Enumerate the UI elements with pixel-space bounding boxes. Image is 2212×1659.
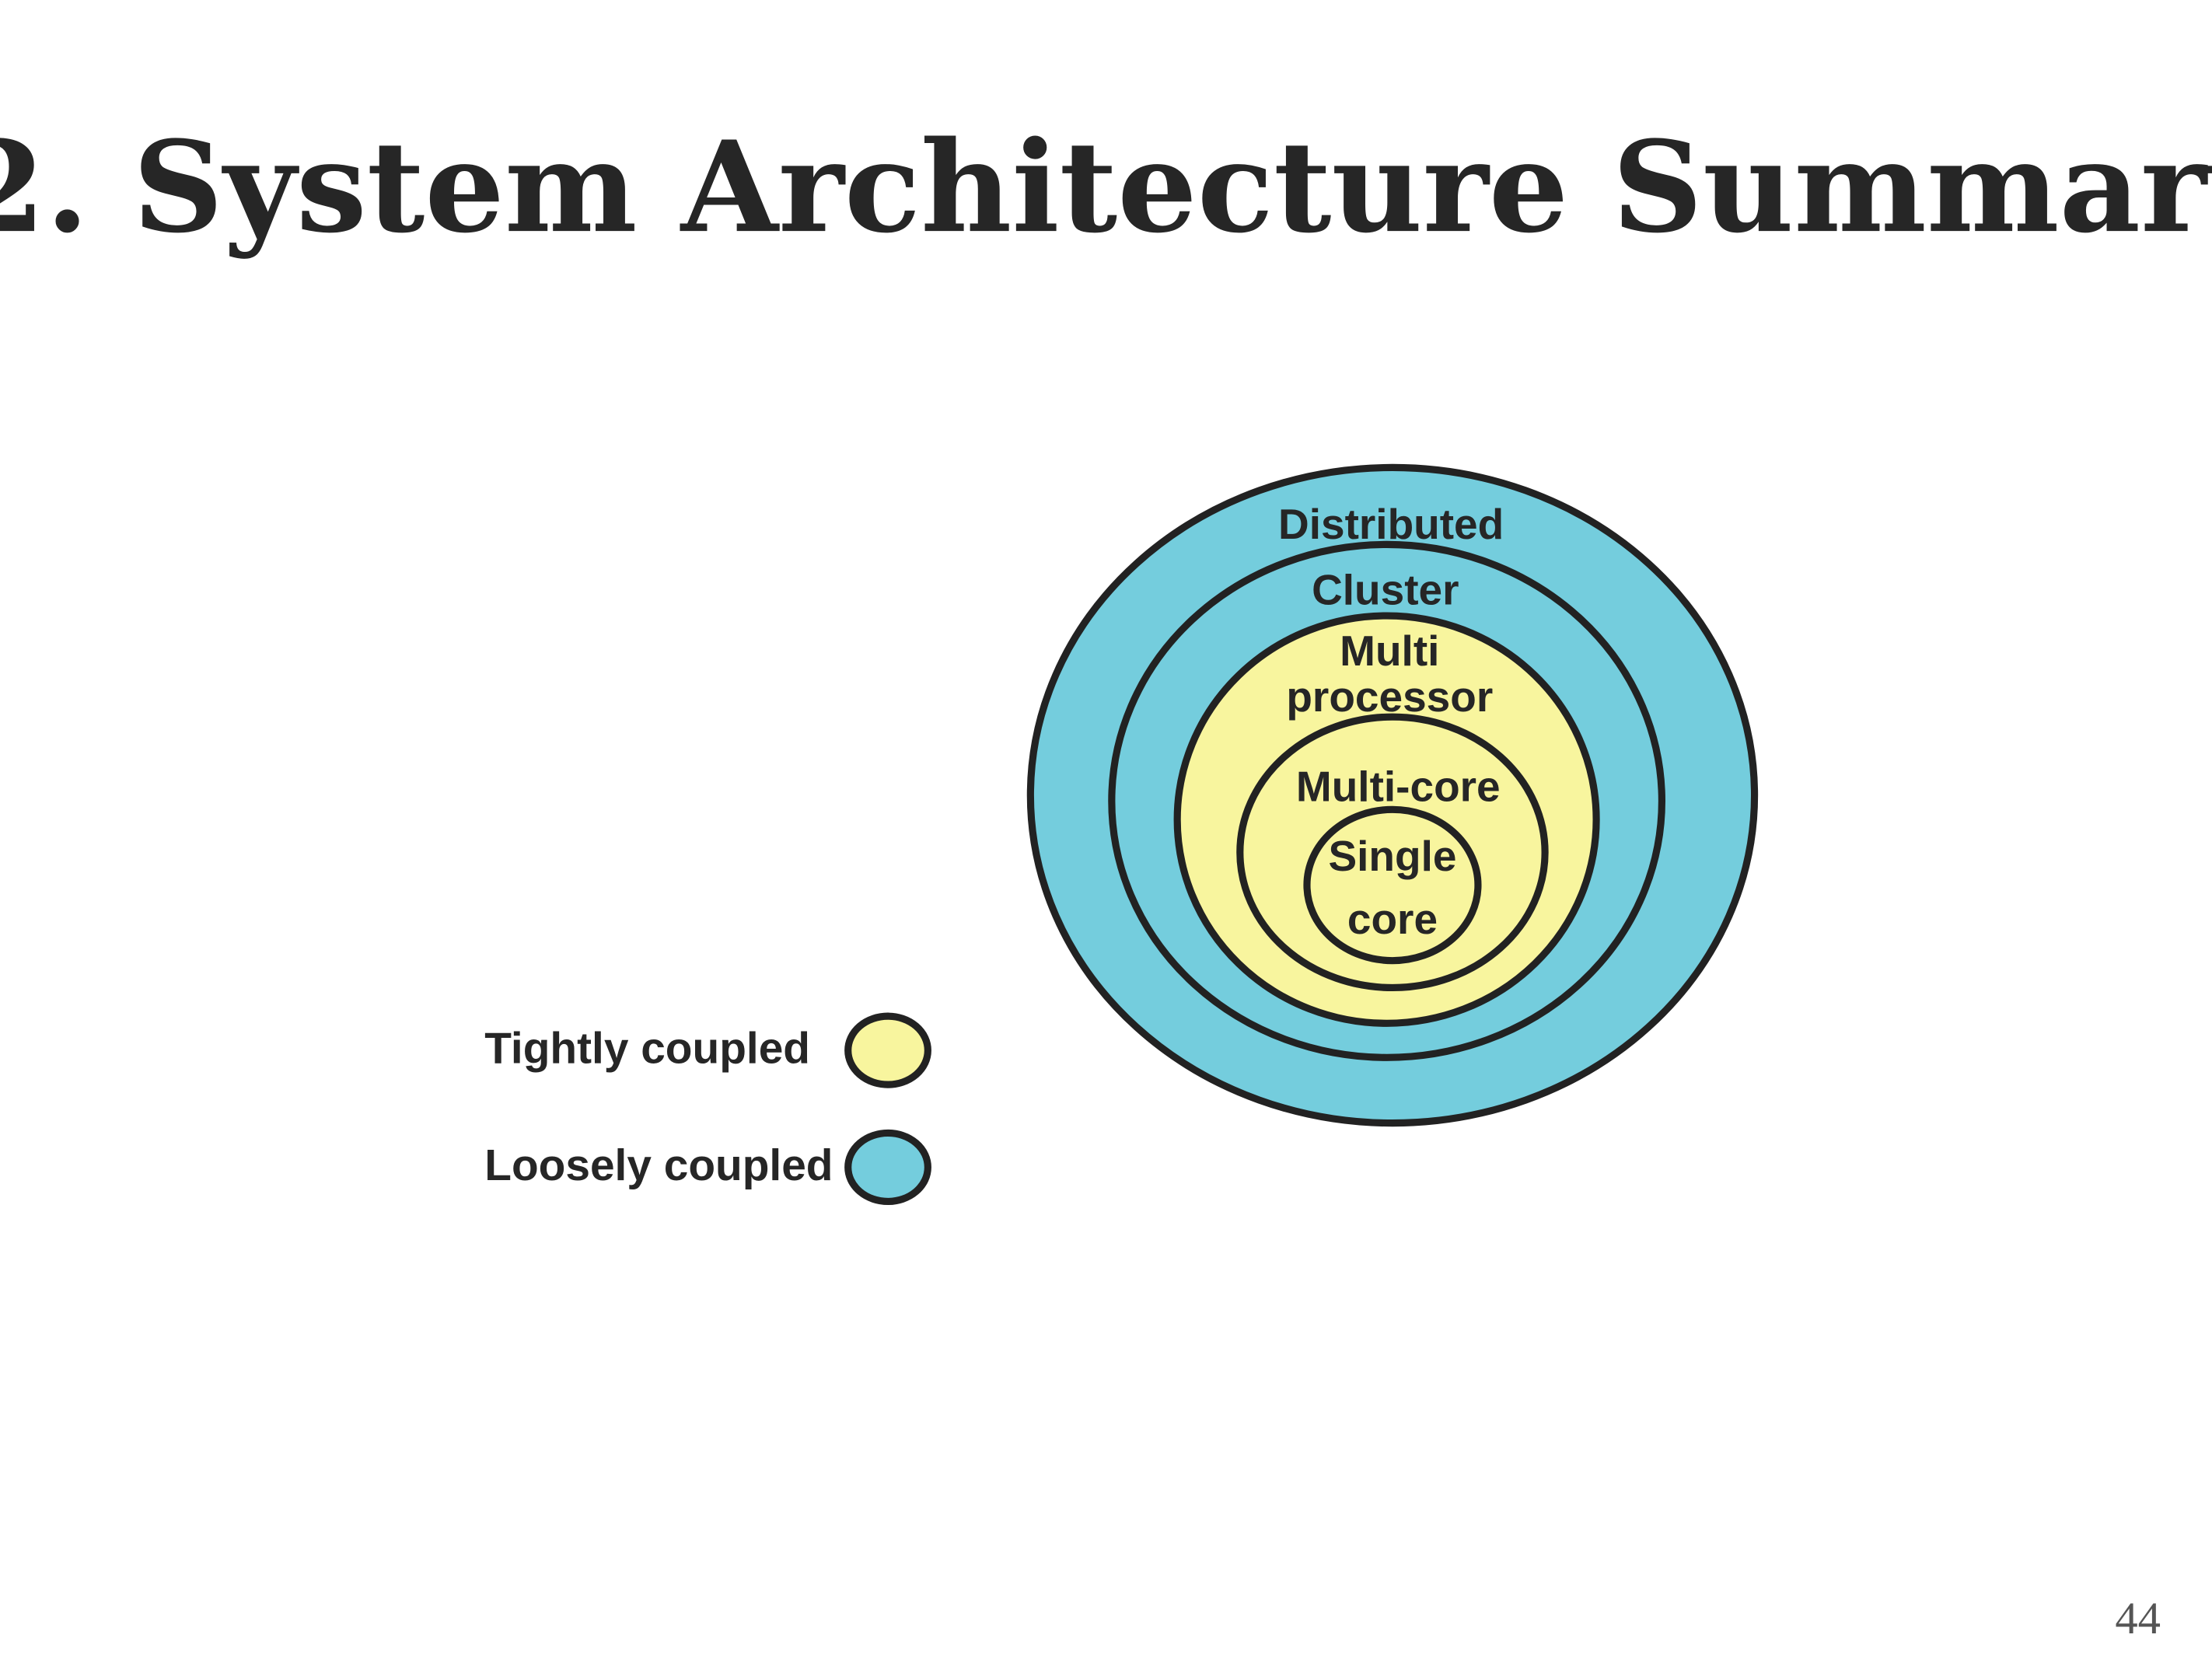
legend-loose-swatch (844, 1129, 931, 1206)
legend-tight-label: Tightly coupled (484, 1025, 810, 1074)
label-multicore: Multi-core (1296, 762, 1501, 810)
label-cluster: Cluster (1312, 565, 1459, 613)
legend-tight-swatch (844, 1012, 931, 1088)
label-single: Single (1328, 832, 1456, 880)
legend: Tightly coupled Loosely coupled (484, 1012, 931, 1206)
architecture-diagram (1026, 463, 1759, 1127)
label-processor: processor (1286, 672, 1493, 721)
label-core: core (1347, 895, 1438, 943)
page-number: 44 (2115, 1593, 2161, 1643)
label-multi: Multi (1340, 627, 1439, 675)
label-distributed: Distributed (1278, 500, 1504, 548)
legend-loose-label: Loosely coupled (484, 1141, 833, 1190)
slide-title: 2. System Architecture Summary (0, 114, 2212, 261)
ring-single-core (1303, 805, 1482, 965)
